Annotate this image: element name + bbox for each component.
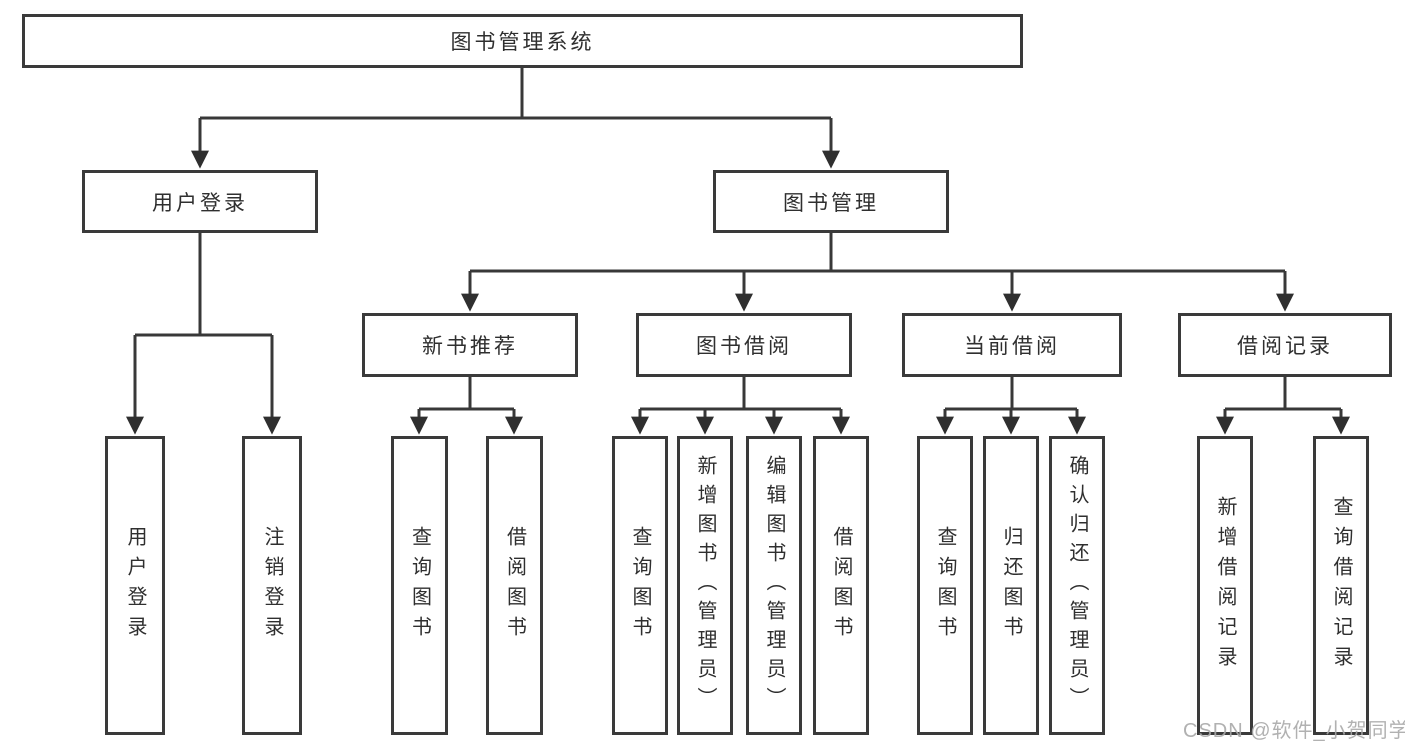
node-user-login: 用户登录 bbox=[82, 170, 318, 233]
leaf-label: 查询借阅记录 bbox=[1330, 495, 1352, 676]
leaf-label: 新增图书（管理员） bbox=[694, 455, 716, 716]
node-book-borrow: 图书借阅 bbox=[636, 313, 852, 377]
connector-borrow-records-children bbox=[1216, 377, 1350, 435]
leaf-label: 新增借阅记录 bbox=[1214, 495, 1236, 676]
node-current-borrow: 当前借阅 bbox=[902, 313, 1122, 377]
leaf-user-login: 用户登录 bbox=[105, 436, 165, 735]
connector-book-borrow-children bbox=[631, 377, 850, 435]
leaf-label: 归还图书 bbox=[1000, 525, 1022, 646]
leaf-bb-edit-books-admin: 编辑图书（管理员） bbox=[746, 436, 802, 735]
leaf-label: 借阅图书 bbox=[503, 525, 526, 646]
leaf-bb-query-books: 查询图书 bbox=[612, 436, 668, 735]
leaf-label: 借阅图书 bbox=[830, 525, 852, 646]
leaf-label: 用户登录 bbox=[124, 525, 146, 646]
connector-root-to-level2 bbox=[191, 68, 840, 169]
leaf-cb-confirm-return-admin: 确认归还（管理员） bbox=[1049, 436, 1105, 735]
leaf-bb-add-books-admin: 新增图书（管理员） bbox=[677, 436, 733, 735]
leaf-nb-query-books: 查询图书 bbox=[391, 436, 448, 735]
node-new-book-recommend: 新书推荐 bbox=[362, 313, 578, 377]
node-borrow-records: 借阅记录 bbox=[1178, 313, 1392, 377]
leaf-label: 注销登录 bbox=[261, 525, 283, 646]
leaf-label: 查询图书 bbox=[934, 525, 956, 646]
connector-user-login-children bbox=[126, 233, 281, 435]
leaf-label: 确认归还（管理员） bbox=[1066, 455, 1088, 716]
leaf-nb-borrow-books: 借阅图书 bbox=[486, 436, 543, 735]
connector-new-book-children bbox=[410, 377, 523, 435]
leaf-label: 编辑图书（管理员） bbox=[763, 455, 785, 716]
leaf-cb-query-books: 查询图书 bbox=[917, 436, 973, 735]
leaf-br-add-borrow-record: 新增借阅记录 bbox=[1197, 436, 1253, 735]
connector-book-management-to-level3 bbox=[461, 233, 1294, 312]
leaf-br-query-borrow-record: 查询借阅记录 bbox=[1313, 436, 1369, 735]
csdn-watermark: CSDN @软件_小贺同学 bbox=[1183, 720, 1405, 742]
node-book-management: 图书管理 bbox=[713, 170, 949, 233]
node-root-system: 图书管理系统 bbox=[22, 14, 1023, 68]
leaf-cb-return-books: 归还图书 bbox=[983, 436, 1039, 735]
connector-current-borrow-children bbox=[936, 377, 1086, 435]
leaf-bb-borrow-books: 借阅图书 bbox=[813, 436, 869, 735]
leaf-label: 查询图书 bbox=[629, 525, 651, 646]
leaf-label: 查询图书 bbox=[408, 525, 431, 646]
leaf-logout: 注销登录 bbox=[242, 436, 302, 735]
